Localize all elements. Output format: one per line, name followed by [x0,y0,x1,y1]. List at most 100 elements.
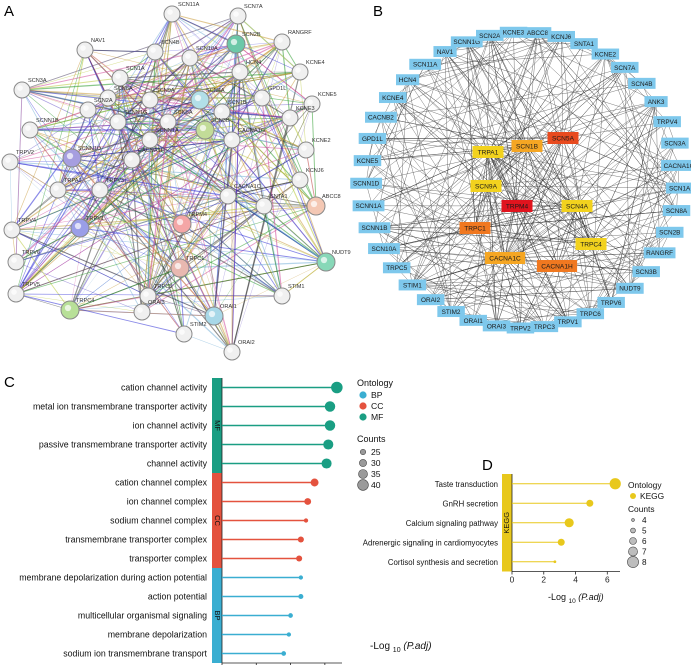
network-a-edge [119,77,133,161]
network-b-edge [424,64,558,267]
chart-c-category-label: passive transmembrane transporter activi… [39,440,208,450]
network-b-edge [444,51,452,312]
network-b-edge [367,151,489,161]
network-a-node-highlight [310,200,318,208]
network-b-edge [372,67,625,139]
network-a-node-label: SCN4A [206,88,225,94]
network-b-ring-node [350,177,383,189]
network-b-ring-node [653,116,681,128]
chart-c-legend-title: Ontology [357,378,394,388]
network-a-edge [171,13,263,99]
network-a-node-highlight [295,67,301,73]
network-a-edge [119,77,181,269]
chart-c-legend-swatch [359,402,367,410]
chart-c-category-label: ion channel activity [133,421,208,431]
network-a-node-label: KCNE4 [306,60,325,66]
network-b-hub-label: CACNA1H [541,264,573,271]
network-a-node-label: ORAI3 [148,300,165,306]
network-a-node-highlight [127,155,133,161]
network-b-edge [561,36,564,139]
network-a-edge [15,227,81,295]
network-a-node-highlight [150,47,156,53]
network-b-ring-node [530,321,559,333]
network-a-edge [79,71,241,229]
chart-c-legend-size [357,479,369,491]
network-a-edge [15,15,239,263]
network-b-ring-label: TRPC6 [580,311,601,318]
chart-d-category-label: Calcium signaling pathway [406,519,498,528]
network-b-edge [504,101,657,259]
network-b-edge [466,41,660,253]
network-b-edge [561,36,591,314]
network-b-edge [466,41,518,207]
network-b-edge [485,35,490,187]
network-b-edge [367,160,476,229]
network-b-edge [513,32,680,189]
network-b-edge [366,183,518,207]
network-b-edge [487,151,518,207]
network-b-edge [368,205,545,327]
network-b-hub-label: TRPM4 [506,204,529,211]
network-b-edge [504,121,668,259]
network-a-node [159,113,177,131]
network-a-node [229,7,247,25]
network-b-ring-label: TRPV2 [510,325,531,332]
network-a-edge [11,97,109,231]
network-b-ring-label: SCN2B [659,230,680,237]
network-b-ring-node [643,247,676,259]
chart-d-category-label: Cortisol synthesis and secretion [388,558,498,567]
network-a-edge [189,57,327,263]
chart-c-legend-label: MF [371,412,383,422]
network-a-node-label: SCN2A [94,98,113,104]
network-b-edge [368,32,514,206]
network-b-edge [451,252,660,312]
network-b-edge [392,97,476,229]
chart-c-legend-size-label: 25 [371,447,381,457]
network-a-node [111,69,129,87]
network-b-edge [513,32,518,207]
network-b-edge [485,185,506,259]
network-a-edge [21,71,301,91]
network-a-edge [107,97,151,141]
chart-c-category-label: cation channel activity [121,383,208,393]
network-b-hub-label: SCN1B [516,144,539,151]
network-a-edge [221,111,317,207]
network-b-edge [610,101,657,303]
network-b-edge [396,79,408,268]
network-b-edge [516,53,606,207]
network-a-node-label: TRPC4 [76,298,94,304]
network-b-edge [489,35,564,139]
network-b-edge [383,67,625,249]
network-b-edge [556,265,569,322]
network-b-ring-label: ORAI3 [487,323,507,330]
network-a-node [297,141,315,159]
network-a-node [291,171,309,189]
network-b-edge [392,36,562,98]
network-a-node [146,43,164,61]
network-a-edges [9,13,327,353]
network-b-ring-label: SCN7A [614,65,636,72]
network-b-edge [425,64,660,253]
network-a-node-label: SCNN1B [36,118,59,124]
network-b-edge [562,43,585,139]
network-b-edge [412,210,677,286]
chart-c-category-label: ion channel complex [127,497,208,507]
network-b-ring-label: SCN1A [669,185,691,192]
network-a-node [273,33,291,51]
network-a-edge [21,51,156,91]
network-a-edge [15,205,317,295]
network-b-edge [412,205,578,286]
network-a-node-label: SCN10A [196,46,218,52]
network-b-edge [407,79,578,207]
network-a-edge [11,189,59,231]
network-b-edge [430,265,558,300]
network-a-node-highlight [223,191,229,197]
chart-c-group-strip [212,473,222,568]
network-a-edge [71,157,149,297]
network-b-edge [489,35,578,207]
network-a-node-label: TRPV4 [18,218,36,224]
network-a-edge [15,195,229,263]
network-b-edge [504,252,660,259]
network-a-edge [21,77,121,91]
